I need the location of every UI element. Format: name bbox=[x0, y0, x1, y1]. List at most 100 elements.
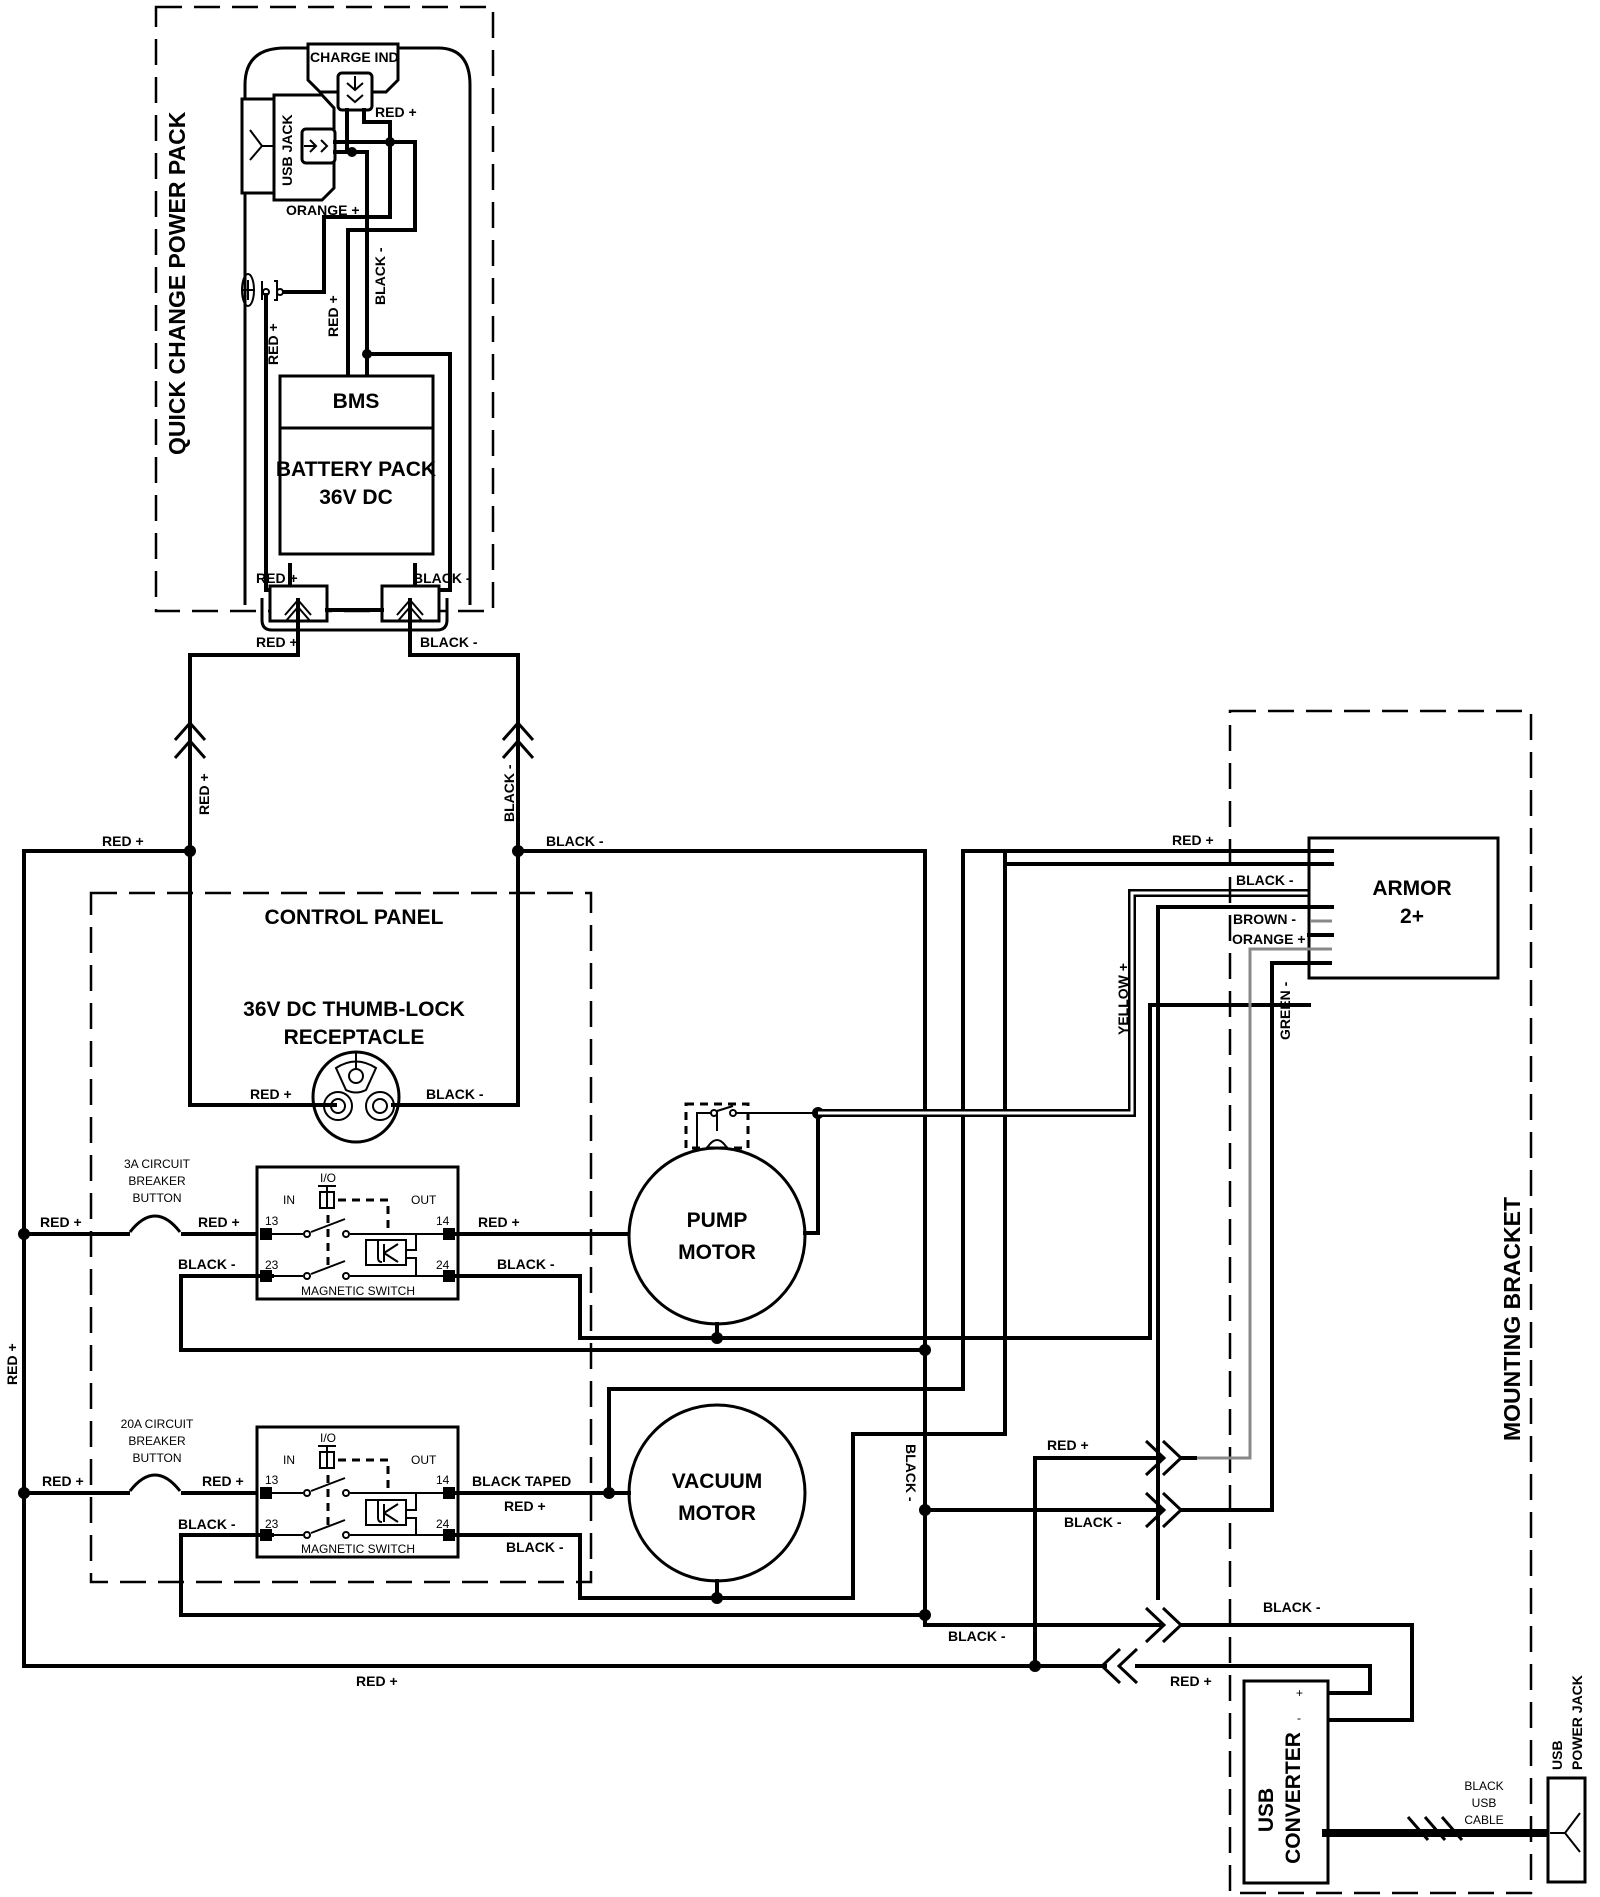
wire-label: RED + bbox=[250, 1086, 292, 1102]
wire-label: BLACK - bbox=[501, 764, 517, 822]
usb-jack-label-2: POWER JACK bbox=[1569, 1675, 1585, 1770]
breaker-label: 3A CIRCUIT bbox=[124, 1157, 191, 1171]
usb-converter bbox=[1242, 1679, 1330, 1885]
minus-terminal: - bbox=[1297, 1711, 1301, 1725]
wire-label: BLACK - bbox=[178, 1516, 236, 1532]
battery-label: BATTERY PACK bbox=[276, 458, 436, 481]
wire-label: RED + bbox=[356, 1673, 398, 1689]
usb-jack-label: USB JACK bbox=[279, 114, 295, 186]
wire-label: RED + bbox=[375, 104, 417, 120]
control-panel-section: CONTROL PANEL 36V DC THUMB-LOCK RECEPTAC… bbox=[18, 849, 1311, 1617]
vacuum-motor-label: VACUUM bbox=[672, 1470, 763, 1493]
circuit-breaker-icon[interactable] bbox=[128, 1214, 182, 1233]
wire-label: RED + bbox=[1047, 1437, 1089, 1453]
wire-label: RED + bbox=[198, 1214, 240, 1230]
thumb-lock-receptacle bbox=[311, 1050, 401, 1144]
wire-label: BLACK - bbox=[1263, 1599, 1321, 1615]
cable-label: BLACK bbox=[1464, 1779, 1503, 1793]
armor-label-2: 2+ bbox=[1400, 905, 1424, 928]
wire-label: RED + bbox=[40, 1214, 82, 1230]
pump-motor-label: PUMP bbox=[687, 1209, 748, 1232]
usb-converter-label-2: CONVERTER bbox=[1282, 1732, 1305, 1864]
wire-label: RED + bbox=[265, 323, 281, 365]
wire-label: RED + bbox=[325, 295, 341, 337]
charge-connector bbox=[336, 71, 374, 112]
usb-jack-label: USB bbox=[1549, 1740, 1565, 1770]
connector-chevron-icon bbox=[1099, 1647, 1139, 1685]
connector-chevron-icon bbox=[173, 720, 207, 759]
control-panel-boundary bbox=[89, 891, 593, 1584]
charge-indicator: CHARGE IND bbox=[306, 42, 400, 112]
wire-label: RED + bbox=[4, 1343, 20, 1385]
wire-label: RED + bbox=[1172, 832, 1214, 848]
fuse-icon bbox=[241, 273, 255, 307]
wire-label: BLACK - bbox=[1236, 872, 1294, 888]
wire-label: RED + bbox=[196, 773, 212, 815]
wire-label: BLACK - bbox=[178, 1256, 236, 1272]
terminal-14: 14 bbox=[436, 1473, 450, 1487]
coil-icon bbox=[365, 1499, 407, 1526]
pack-connector-housing bbox=[260, 598, 449, 632]
mounting-bracket-boundary bbox=[1228, 709, 1533, 1895]
wire-label: BLACK - bbox=[546, 833, 604, 849]
wire-label: BLACK - bbox=[413, 570, 471, 586]
cable-label-2: USB bbox=[1472, 1796, 1497, 1810]
vacuum-motor: VACUUM MOTOR bbox=[627, 1403, 931, 1621]
usb-converter-label: USB bbox=[1255, 1788, 1278, 1832]
terminal-23: 23 bbox=[265, 1517, 279, 1531]
wire-label: BLACK TAPED bbox=[472, 1473, 571, 1489]
armor-label: ARMOR bbox=[1372, 877, 1451, 900]
wire-label: ORANGE + bbox=[1232, 931, 1306, 947]
wire-label: RED + bbox=[478, 1214, 520, 1230]
terminal-13: 13 bbox=[265, 1214, 279, 1228]
mounting-bracket-title: MOUNTING BRACKET bbox=[1499, 1197, 1525, 1441]
out-label: OUT bbox=[411, 1453, 437, 1467]
wire-label: RED + bbox=[202, 1473, 244, 1489]
coil-icon bbox=[365, 1239, 407, 1266]
bms-label: BMS bbox=[333, 390, 380, 413]
terminal-24: 24 bbox=[436, 1517, 450, 1531]
breaker-label-2: BREAKER bbox=[128, 1174, 186, 1188]
io-label: I/O bbox=[320, 1431, 336, 1445]
wire-label: RED + bbox=[1170, 1673, 1212, 1689]
in-label: IN bbox=[283, 1453, 295, 1467]
wire-label: BLACK - bbox=[426, 1086, 484, 1102]
wire-label: RED + bbox=[42, 1473, 84, 1489]
breaker-label-2: BREAKER bbox=[128, 1434, 186, 1448]
wire-label: ORANGE + bbox=[286, 202, 360, 218]
battery-pack bbox=[278, 374, 435, 556]
receptacle-label-2: RECEPTACLE bbox=[284, 1026, 425, 1049]
armor-controller bbox=[1307, 836, 1500, 980]
connector-chevron-icon bbox=[501, 720, 535, 759]
breaker-label-3: BUTTON bbox=[132, 1191, 181, 1205]
in-label: IN bbox=[283, 1193, 295, 1207]
wire-label: BLACK - bbox=[506, 1539, 564, 1555]
wire-label: YELLOW + bbox=[1115, 963, 1131, 1035]
switch-name: MAGNETIC SWITCH bbox=[301, 1284, 415, 1298]
io-label: I/O bbox=[320, 1171, 336, 1185]
switch-name: MAGNETIC SWITCH bbox=[301, 1542, 415, 1556]
power-pack-section: QUICK CHANGE POWER PACK CHARGE IND USB J… bbox=[154, 5, 495, 657]
wire-label: BROWN - bbox=[1233, 911, 1296, 927]
breaker-label-3: BUTTON bbox=[132, 1451, 181, 1465]
wire-label: BLACK - bbox=[372, 247, 388, 305]
wire-label: BLACK - bbox=[420, 634, 478, 650]
plus-terminal: + bbox=[1296, 1686, 1303, 1700]
lower-right-wiring: BLACK - RED + BLACK - BLACK - BLACK - RE… bbox=[903, 1437, 1587, 1885]
pump-motor-label-2: MOTOR bbox=[678, 1241, 756, 1264]
cable-label-3: CABLE bbox=[1464, 1813, 1503, 1827]
out-label: OUT bbox=[411, 1193, 437, 1207]
cable-marker-icon bbox=[1406, 1816, 1464, 1841]
terminal-14: 14 bbox=[436, 1214, 450, 1228]
pump-motor: PUMP MOTOR bbox=[627, 1102, 931, 1356]
pack-enclosure bbox=[243, 46, 472, 605]
terminal-23: 23 bbox=[265, 1258, 279, 1272]
mounting-bracket-section: MOUNTING BRACKET ARMOR 2+ RED + BLACK - … bbox=[961, 709, 1533, 1895]
control-panel-title: CONTROL PANEL bbox=[265, 906, 444, 929]
wire-label: BLACK - bbox=[1064, 1514, 1122, 1530]
circuit-breaker-icon[interactable] bbox=[128, 1473, 182, 1492]
breaker-label: 20A CIRCUIT bbox=[121, 1417, 194, 1431]
wire-label: RED + bbox=[504, 1498, 546, 1514]
wire-label: RED + bbox=[256, 634, 298, 650]
